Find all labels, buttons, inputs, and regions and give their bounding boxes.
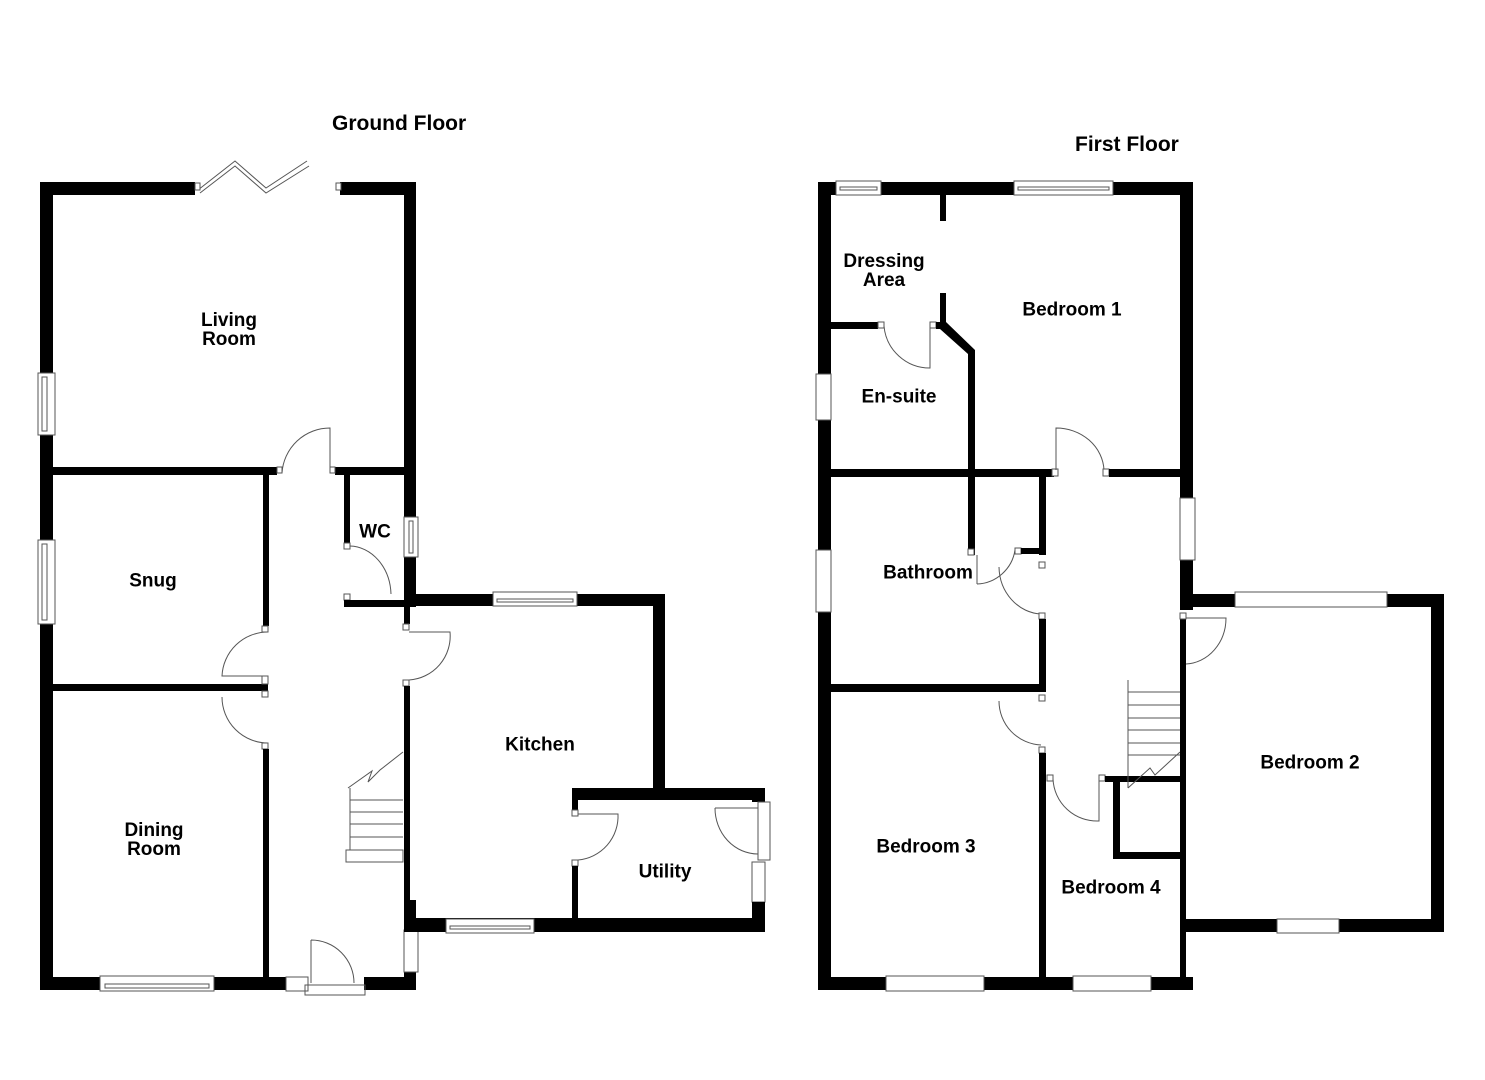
bifold-door — [197, 160, 308, 191]
room-label-snug: Snug — [129, 570, 177, 592]
door-swing — [221, 696, 269, 744]
room-label-kitchen: Kitchen — [505, 734, 575, 756]
door-swing — [714, 807, 759, 855]
window — [1276, 918, 1340, 934]
wall — [263, 749, 269, 982]
wall — [752, 902, 765, 932]
front-door-swing — [310, 939, 355, 984]
staircase — [1127, 680, 1181, 789]
wall — [40, 684, 268, 691]
wall — [335, 467, 410, 475]
wall — [40, 182, 195, 195]
door-swing — [976, 549, 1016, 585]
door-swing — [1052, 778, 1100, 822]
wall — [940, 195, 946, 221]
wall — [818, 322, 878, 329]
wall — [404, 602, 410, 624]
door-swing — [408, 631, 451, 681]
room-label-utility: Utility — [638, 861, 692, 883]
wall — [1113, 778, 1120, 858]
room-label-bedroom-3: Bedroom 3 — [876, 836, 976, 858]
wall — [572, 788, 765, 800]
window — [1013, 180, 1114, 196]
wall — [940, 293, 946, 323]
door-swing — [281, 427, 331, 474]
wall — [818, 684, 1046, 692]
door-swing — [349, 545, 392, 595]
window — [403, 929, 419, 973]
door-swing — [1055, 427, 1105, 471]
door-swing — [577, 813, 619, 861]
wall — [572, 866, 578, 926]
wall — [1180, 614, 1186, 680]
room-label-bathroom: Bathroom — [883, 562, 973, 584]
first-floor-title: First Floor — [1075, 133, 1179, 156]
wall — [404, 182, 416, 602]
room-label-bedroom-4: Bedroom 4 — [1061, 877, 1161, 899]
wall — [1021, 548, 1041, 554]
wall — [1039, 475, 1046, 555]
wall — [344, 475, 350, 543]
wall — [404, 686, 410, 936]
wall — [40, 467, 277, 475]
wall — [263, 475, 269, 626]
door-swing — [1185, 617, 1227, 665]
window — [815, 373, 832, 421]
window — [403, 516, 419, 558]
window — [1234, 591, 1388, 608]
window — [1072, 975, 1152, 992]
wall — [1431, 594, 1444, 932]
staircase — [345, 751, 404, 863]
wall — [936, 322, 975, 555]
wall — [1113, 852, 1183, 859]
room-label-bedroom-1: Bedroom 1 — [1022, 299, 1122, 321]
window — [1179, 497, 1196, 561]
door-swing — [883, 325, 931, 369]
window — [815, 549, 832, 613]
wall — [340, 182, 416, 195]
wall — [818, 469, 1054, 477]
room-label-en-suite: En-suite — [861, 386, 937, 408]
door-swing — [998, 566, 1042, 615]
wall — [752, 788, 765, 802]
room-label-dressing-area: Dressing Area — [843, 251, 925, 291]
wall — [1109, 469, 1189, 477]
door-swing — [221, 631, 269, 677]
window — [885, 975, 985, 992]
window — [285, 976, 309, 992]
room-label-bedroom-2: Bedroom 2 — [1260, 752, 1360, 774]
wall — [364, 977, 416, 990]
first-floor-plan — [815, 180, 1444, 992]
window — [835, 180, 882, 196]
wall — [1039, 753, 1046, 983]
wall — [1039, 619, 1046, 689]
wall — [1180, 672, 1186, 982]
wall — [344, 600, 416, 607]
door-swing — [998, 700, 1042, 746]
room-label-living-room: Living Room — [201, 310, 257, 350]
wall — [572, 788, 578, 812]
room-label-dining-room: Dining Room — [124, 820, 184, 860]
bifold-door — [199, 165, 310, 194]
ground-floor-plan — [37, 160, 771, 996]
window — [751, 861, 766, 903]
wall — [653, 594, 665, 797]
wall — [1105, 776, 1183, 782]
room-label-wc: WC — [359, 521, 391, 543]
ground-floor-title: Ground Floor — [332, 112, 467, 135]
